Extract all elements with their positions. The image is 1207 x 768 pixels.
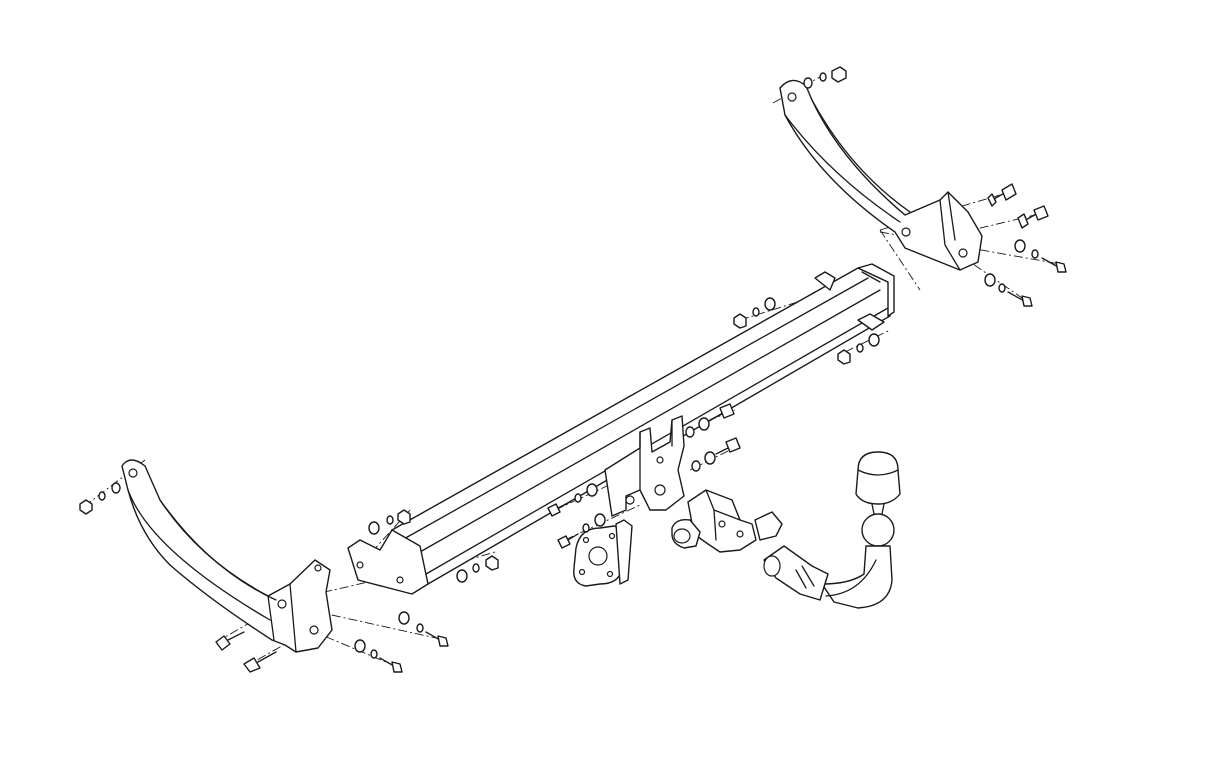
- bolt-left-arm-1: [215, 631, 245, 651]
- bolt-set-plate-upper: [547, 483, 598, 517]
- crossbar-tube: [391, 263, 895, 585]
- nut-washer-set-left-bracket-top: [368, 509, 411, 535]
- washer-nut-right-arm-3: [1014, 239, 1067, 273]
- nut-washer-set-left-bracket-bottom: [456, 555, 499, 583]
- nut-washer-set-tube-top-right: [733, 297, 776, 329]
- bolt-set-center-lower: [691, 437, 741, 472]
- bolt-nut-washer-sets: [79, 66, 1067, 673]
- nut-washer-set-right-arm-top: [803, 66, 847, 89]
- right-side-arm: [779, 79, 983, 271]
- nut-washer-set-tube-bottom-right: [837, 333, 880, 365]
- center-mounting-bracket: [604, 415, 694, 517]
- left-side-arm: [121, 459, 333, 653]
- electrical-socket: [671, 489, 783, 553]
- washer-nut-right-arm-4: [984, 273, 1033, 307]
- bolt-set-plate-lower: [557, 513, 606, 549]
- washer-nut-left-arm-3: [398, 611, 449, 647]
- nut-washer-set-left-arm-top: [79, 482, 121, 515]
- detachable-tow-ball: [763, 451, 901, 609]
- bolt-right-arm-1: [987, 183, 1017, 207]
- bolt-set-center-upper: [685, 403, 735, 438]
- electrical-socket-plate: [573, 519, 633, 587]
- bolt-left-arm-2: [243, 651, 277, 673]
- bolt-right-arm-2: [1017, 205, 1049, 229]
- left-tube-bracket: [347, 529, 429, 595]
- washer-nut-left-arm-4: [354, 639, 403, 673]
